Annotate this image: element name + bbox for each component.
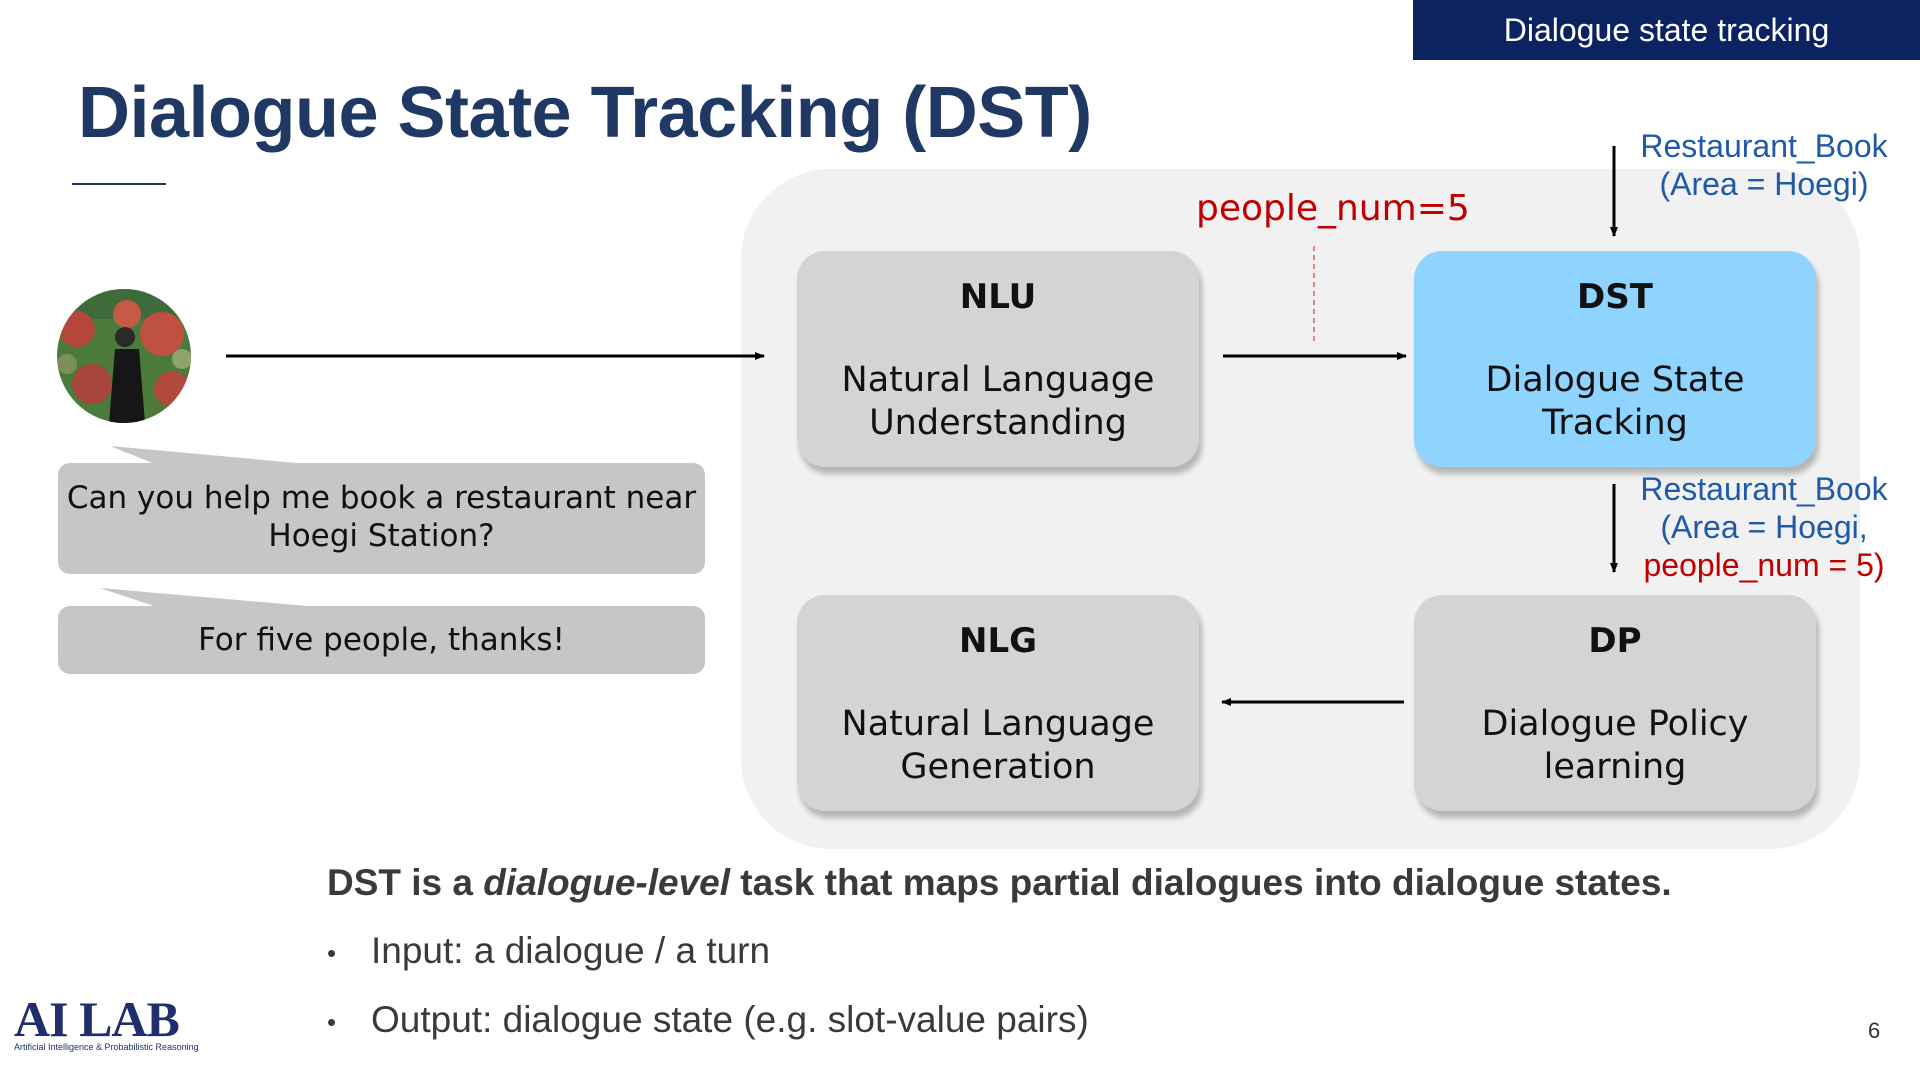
- user-message-line: Can you help me book a restaurant near: [66, 480, 697, 516]
- summary-emphasis: dialogue-level: [483, 862, 731, 903]
- prev-state-label: Restaurant_Book (Area = Hoegi): [1632, 127, 1896, 203]
- section-banner: Dialogue state tracking: [1413, 0, 1920, 60]
- page-number: 6: [1868, 1018, 1881, 1043]
- new-state-label: Restaurant_Book (Area = Hoegi, people_nu…: [1632, 470, 1896, 584]
- bubble-tail: [100, 588, 330, 608]
- dp-heading: DP: [1588, 621, 1642, 661]
- new-state-line: people_num = 5): [1632, 546, 1896, 584]
- dst-description: Dialogue State Tracking: [1414, 359, 1816, 445]
- user-message-text: Can you help me book a restaurant near H…: [58, 463, 705, 555]
- dst-description-line: Tracking: [1542, 403, 1688, 443]
- bullet-text: Input: a dialogue / a turn: [371, 930, 771, 971]
- bullet-item: • Output: dialogue state (e.g. slot-value…: [327, 999, 1089, 1041]
- lab-logo-subtitle: Artificial Intelligence & Probabilistic …: [14, 1042, 199, 1052]
- summary-prefix: DST is a: [327, 862, 484, 903]
- summary-sentence: DST is a dialogue-level task that maps p…: [327, 862, 1672, 904]
- dp-description-line: learning: [1543, 747, 1687, 787]
- dp-description: Dialogue Policy learning: [1414, 703, 1816, 789]
- new-slot-value: people_num = 5: [1643, 547, 1874, 583]
- nlu-heading: NLU: [959, 277, 1037, 317]
- new-state-line: Restaurant_Book: [1640, 471, 1888, 507]
- lab-logo: AI LAB Artificial Intelligence & Probabi…: [14, 990, 199, 1052]
- nlu-description-line: Understanding: [869, 403, 1127, 443]
- bullet-glyph: •: [327, 1006, 337, 1037]
- nlg-box: NLG Natural Language Generation: [797, 595, 1199, 811]
- new-state-line: (Area = Hoegi,: [1660, 509, 1868, 545]
- user-message-bubble: For five people, thanks!: [58, 606, 705, 674]
- bullet-item: • Input: a dialogue / a turn: [327, 930, 770, 972]
- summary-suffix: task that maps partial dialogues into di…: [730, 862, 1672, 903]
- prev-state-line: (Area = Hoegi): [1659, 166, 1869, 202]
- bullet-glyph: •: [327, 937, 337, 968]
- slide-title: Dialogue State Tracking (DST): [78, 73, 1092, 153]
- title-underline: [72, 183, 166, 185]
- dst-box: DST Dialogue State Tracking: [1414, 251, 1816, 467]
- dst-heading: DST: [1577, 277, 1653, 317]
- bubble-tail: [110, 446, 330, 466]
- nlu-description: Natural Language Understanding: [797, 359, 1199, 445]
- bullet-text: Output: dialogue state (e.g. slot-value …: [371, 999, 1089, 1040]
- dp-box: DP Dialogue Policy learning: [1414, 595, 1816, 811]
- nlg-description-line: Natural Language: [841, 704, 1155, 744]
- dst-description-line: Dialogue State: [1485, 360, 1745, 400]
- user-message-line: Hoegi Station?: [268, 518, 495, 554]
- dp-description-line: Dialogue Policy: [1481, 704, 1749, 744]
- nlg-heading: NLG: [958, 621, 1038, 661]
- new-state-close-paren: ): [1873, 547, 1885, 583]
- nlu-description-line: Natural Language: [841, 360, 1155, 400]
- nlg-description: Natural Language Generation: [797, 703, 1199, 789]
- prev-state-line: Restaurant_Book: [1640, 128, 1888, 164]
- nlg-description-line: Generation: [900, 747, 1096, 787]
- nlu-box: NLU Natural Language Understanding: [797, 251, 1199, 467]
- lab-logo-wordmark: AI LAB: [14, 991, 180, 1047]
- nlu-output-label: people_num=5: [1196, 188, 1470, 229]
- user-message-bubble: Can you help me book a restaurant near H…: [58, 463, 705, 574]
- user-message-text: For five people, thanks!: [198, 622, 565, 658]
